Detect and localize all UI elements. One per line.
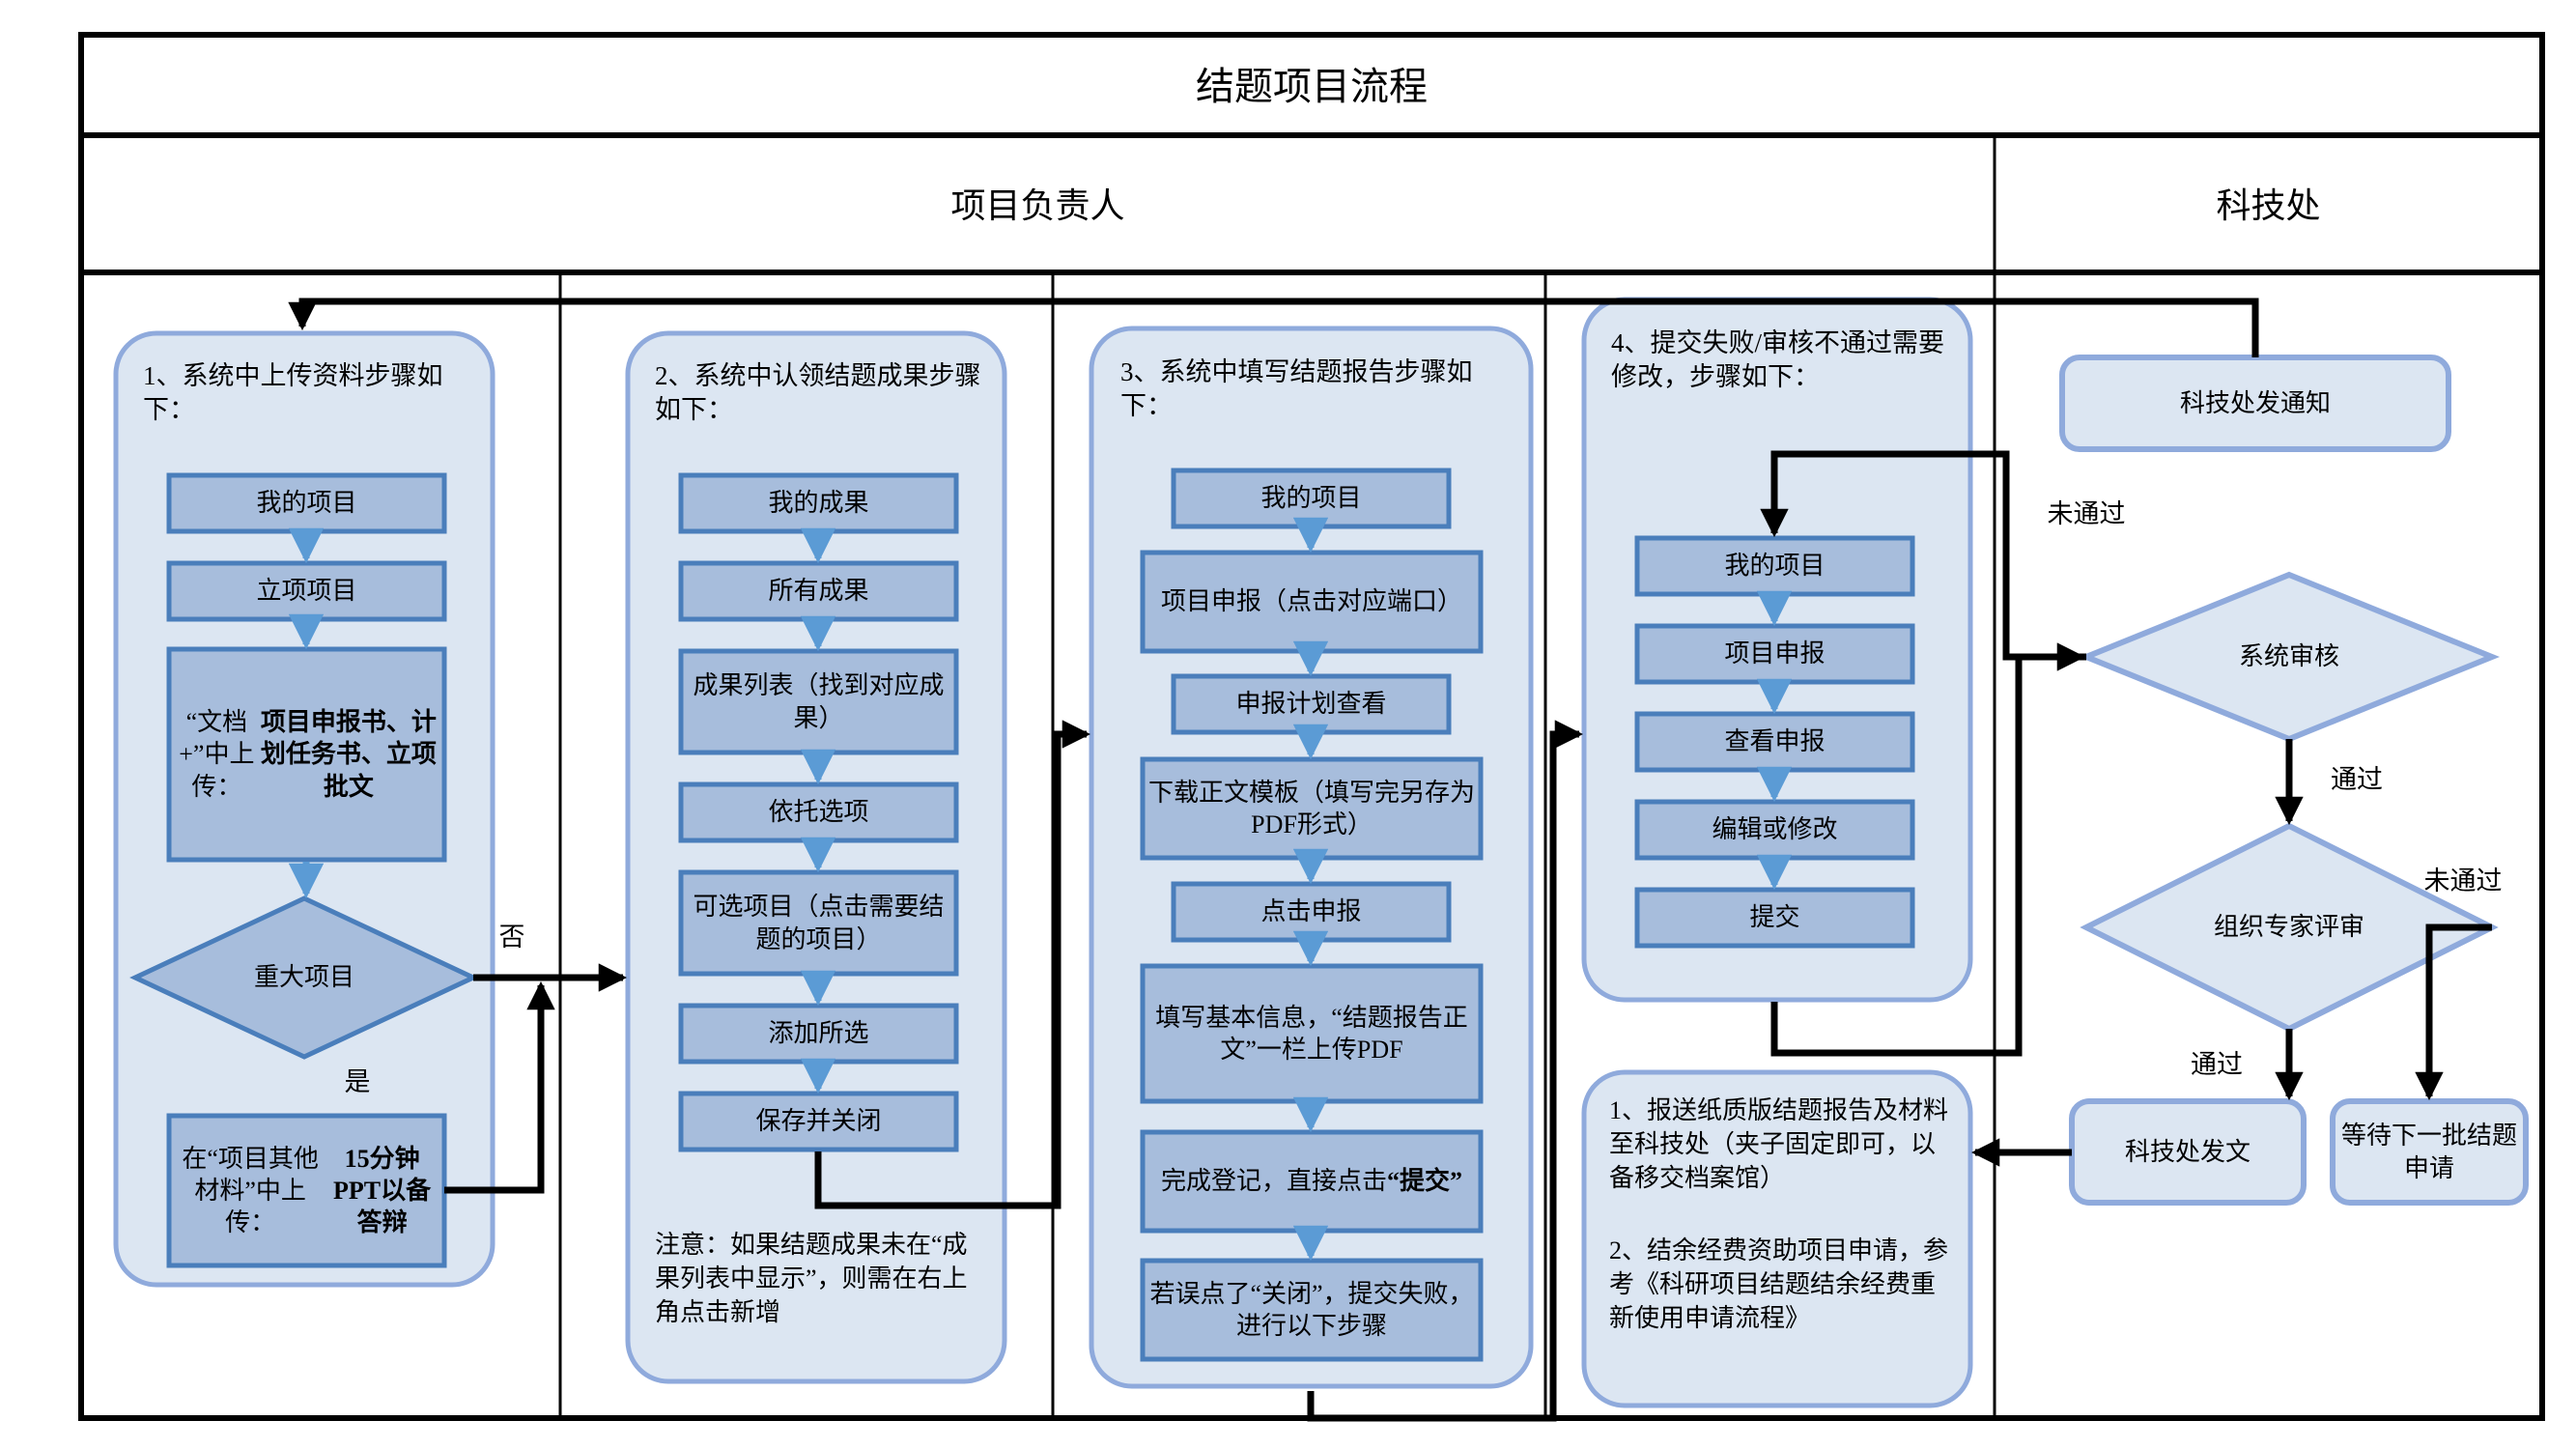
node-label-g4-s2[interactable]: 项目申报	[1724, 639, 1826, 668]
edge-label-yes-major: 是	[344, 1066, 371, 1096]
node-label-g4-s4[interactable]: 编辑或修改	[1712, 815, 1838, 844]
node-label-g3-s4[interactable]: 下载正文模板（填写完另存为PDF形式）	[1148, 778, 1476, 838]
node-g4-s1	[1634, 535, 1915, 597]
node-g2-s7	[678, 1091, 959, 1152]
node-g2-s5	[678, 869, 959, 977]
node-g1-s3	[166, 646, 447, 863]
node-label-g3-s7[interactable]: 完成登记，直接点击“提交”	[1160, 1167, 1463, 1196]
group1-shapes	[129, 472, 479, 1268]
node-label-g3-s6[interactable]: 填写基本信息，“结题报告正文”一栏上传PDF	[1155, 1003, 1468, 1064]
conn-expert-fail	[2415, 923, 2492, 1101]
edge-label-expert-pass: 通过	[2191, 1049, 2243, 1079]
node-g1-s5	[166, 1113, 447, 1268]
node-g3-s6	[1140, 963, 1484, 1104]
final-note-line-2: 2、结余经费资助项目申请，参考《科研项目结题结余经费重新使用申请流程》	[1609, 1236, 1949, 1332]
edge-label-no-major: 否	[498, 922, 525, 952]
node-label-wait-next[interactable]: 等待下一批结题申请	[2340, 1122, 2517, 1182]
final-note-container	[1581, 1069, 1973, 1408]
lane-header-office: 科技处	[2216, 185, 2321, 225]
node-label-notice[interactable]: 科技处发通知	[2179, 388, 2331, 417]
group4-shapes	[1634, 535, 1915, 949]
conn-sysreview-fail	[1760, 450, 2086, 661]
group-2-heading: 2、系统中认领结题成果步骤如下：	[655, 361, 981, 425]
node-label-g3-s1[interactable]: 我的项目	[1260, 484, 1362, 513]
conn-g2-to-g3	[814, 720, 1091, 1209]
conn-notice-to-g1	[288, 298, 2259, 357]
node-label-g2-s3[interactable]: 成果列表（找到对应成果）	[693, 671, 945, 732]
node-g3-s3	[1171, 673, 1452, 735]
node-label-expert-review[interactable]: 组织专家评审	[2213, 913, 2364, 942]
node-g1-s1	[166, 472, 447, 534]
node-g4-s3	[1634, 711, 1915, 773]
edge-label-expert-fail: 未通过	[2423, 866, 2503, 895]
node-label-g2-s1[interactable]: 我的成果	[768, 489, 869, 518]
group3-shapes	[1140, 468, 1484, 1362]
node-label-g1-s3[interactable]: “文档+”中上传：项目申报书、计划任务书、立项批文	[179, 708, 437, 801]
conn-ppt-up	[444, 980, 555, 1194]
node-label-sys-review[interactable]: 系统审核	[2238, 642, 2339, 671]
edge-label-sys-pass: 通过	[2331, 764, 2383, 794]
group-2-note: 注意：如果结题成果未在“成果列表中显示”，则需在右上角点击新增	[655, 1231, 968, 1326]
group-1-heading: 1、系统中上传资料步骤如下：	[143, 361, 443, 425]
node-label-g2-s2[interactable]: 所有成果	[768, 577, 869, 606]
right-lane-shapes	[2059, 355, 2529, 1206]
group-4-heading: 4、提交失败/审核不通过需要修改，步骤如下：	[1611, 328, 1945, 392]
node-label-g4-s5[interactable]: 提交	[1749, 903, 1800, 932]
node-label-g3-s3[interactable]: 申报计划查看	[1235, 690, 1387, 719]
node-label-g4-s3[interactable]: 查看申报	[1724, 727, 1826, 756]
node-g4-s5	[1634, 887, 1915, 949]
node-label-g1-s1[interactable]: 我的项目	[256, 489, 357, 518]
node-label-g1-decision[interactable]: 重大项目	[253, 963, 354, 992]
node-wait-next	[2330, 1098, 2529, 1206]
black-connectors	[288, 298, 2492, 1422]
node-label-g4-s1[interactable]: 我的项目	[1724, 552, 1826, 581]
node-label-g2-s4[interactable]: 依托选项	[768, 798, 869, 827]
node-g2-s4	[678, 781, 959, 843]
group-3-heading: 3、系统中填写结题报告步骤如下：	[1120, 357, 1473, 421]
final-note-line-1: 1、报送纸质版结题报告及材料至科技处（夹子固定即可，以备移交档案馆）	[1609, 1096, 1949, 1192]
node-label-g3-s8[interactable]: 若误点了“关闭”，提交失败，进行以下步骤	[1149, 1279, 1474, 1340]
node-g3-s1	[1171, 468, 1452, 529]
node-label-g2-s6[interactable]: 添加所选	[768, 1019, 869, 1048]
page-title: 结题项目流程	[1196, 65, 1428, 109]
node-label-g3-s5[interactable]: 点击申报	[1260, 897, 1362, 926]
group2-shapes	[678, 472, 959, 1152]
lane-header-owner: 项目负责人	[950, 185, 1125, 225]
node-label-g2-s5[interactable]: 可选项目（点击需要结题的项目）	[693, 893, 945, 953]
edge-label-sys-fail: 未通过	[2047, 498, 2126, 528]
node-g3-s4	[1140, 756, 1484, 861]
conn-g3-to-g4	[1307, 720, 1584, 1422]
node-label-publish[interactable]: 科技处发文	[2124, 1137, 2250, 1166]
node-label-g1-s5[interactable]: 在“项目其他材料”中上传：15分钟PPT以备答辩	[182, 1144, 432, 1237]
node-g1-decision	[129, 895, 479, 1060]
node-g2-s3	[678, 648, 959, 755]
node-label-g2-s7[interactable]: 保存并关闭	[755, 1107, 882, 1136]
node-label-g3-s2[interactable]: 项目申报（点击对应端口）	[1160, 587, 1462, 616]
node-label-g1-s2[interactable]: 立项项目	[256, 577, 357, 606]
